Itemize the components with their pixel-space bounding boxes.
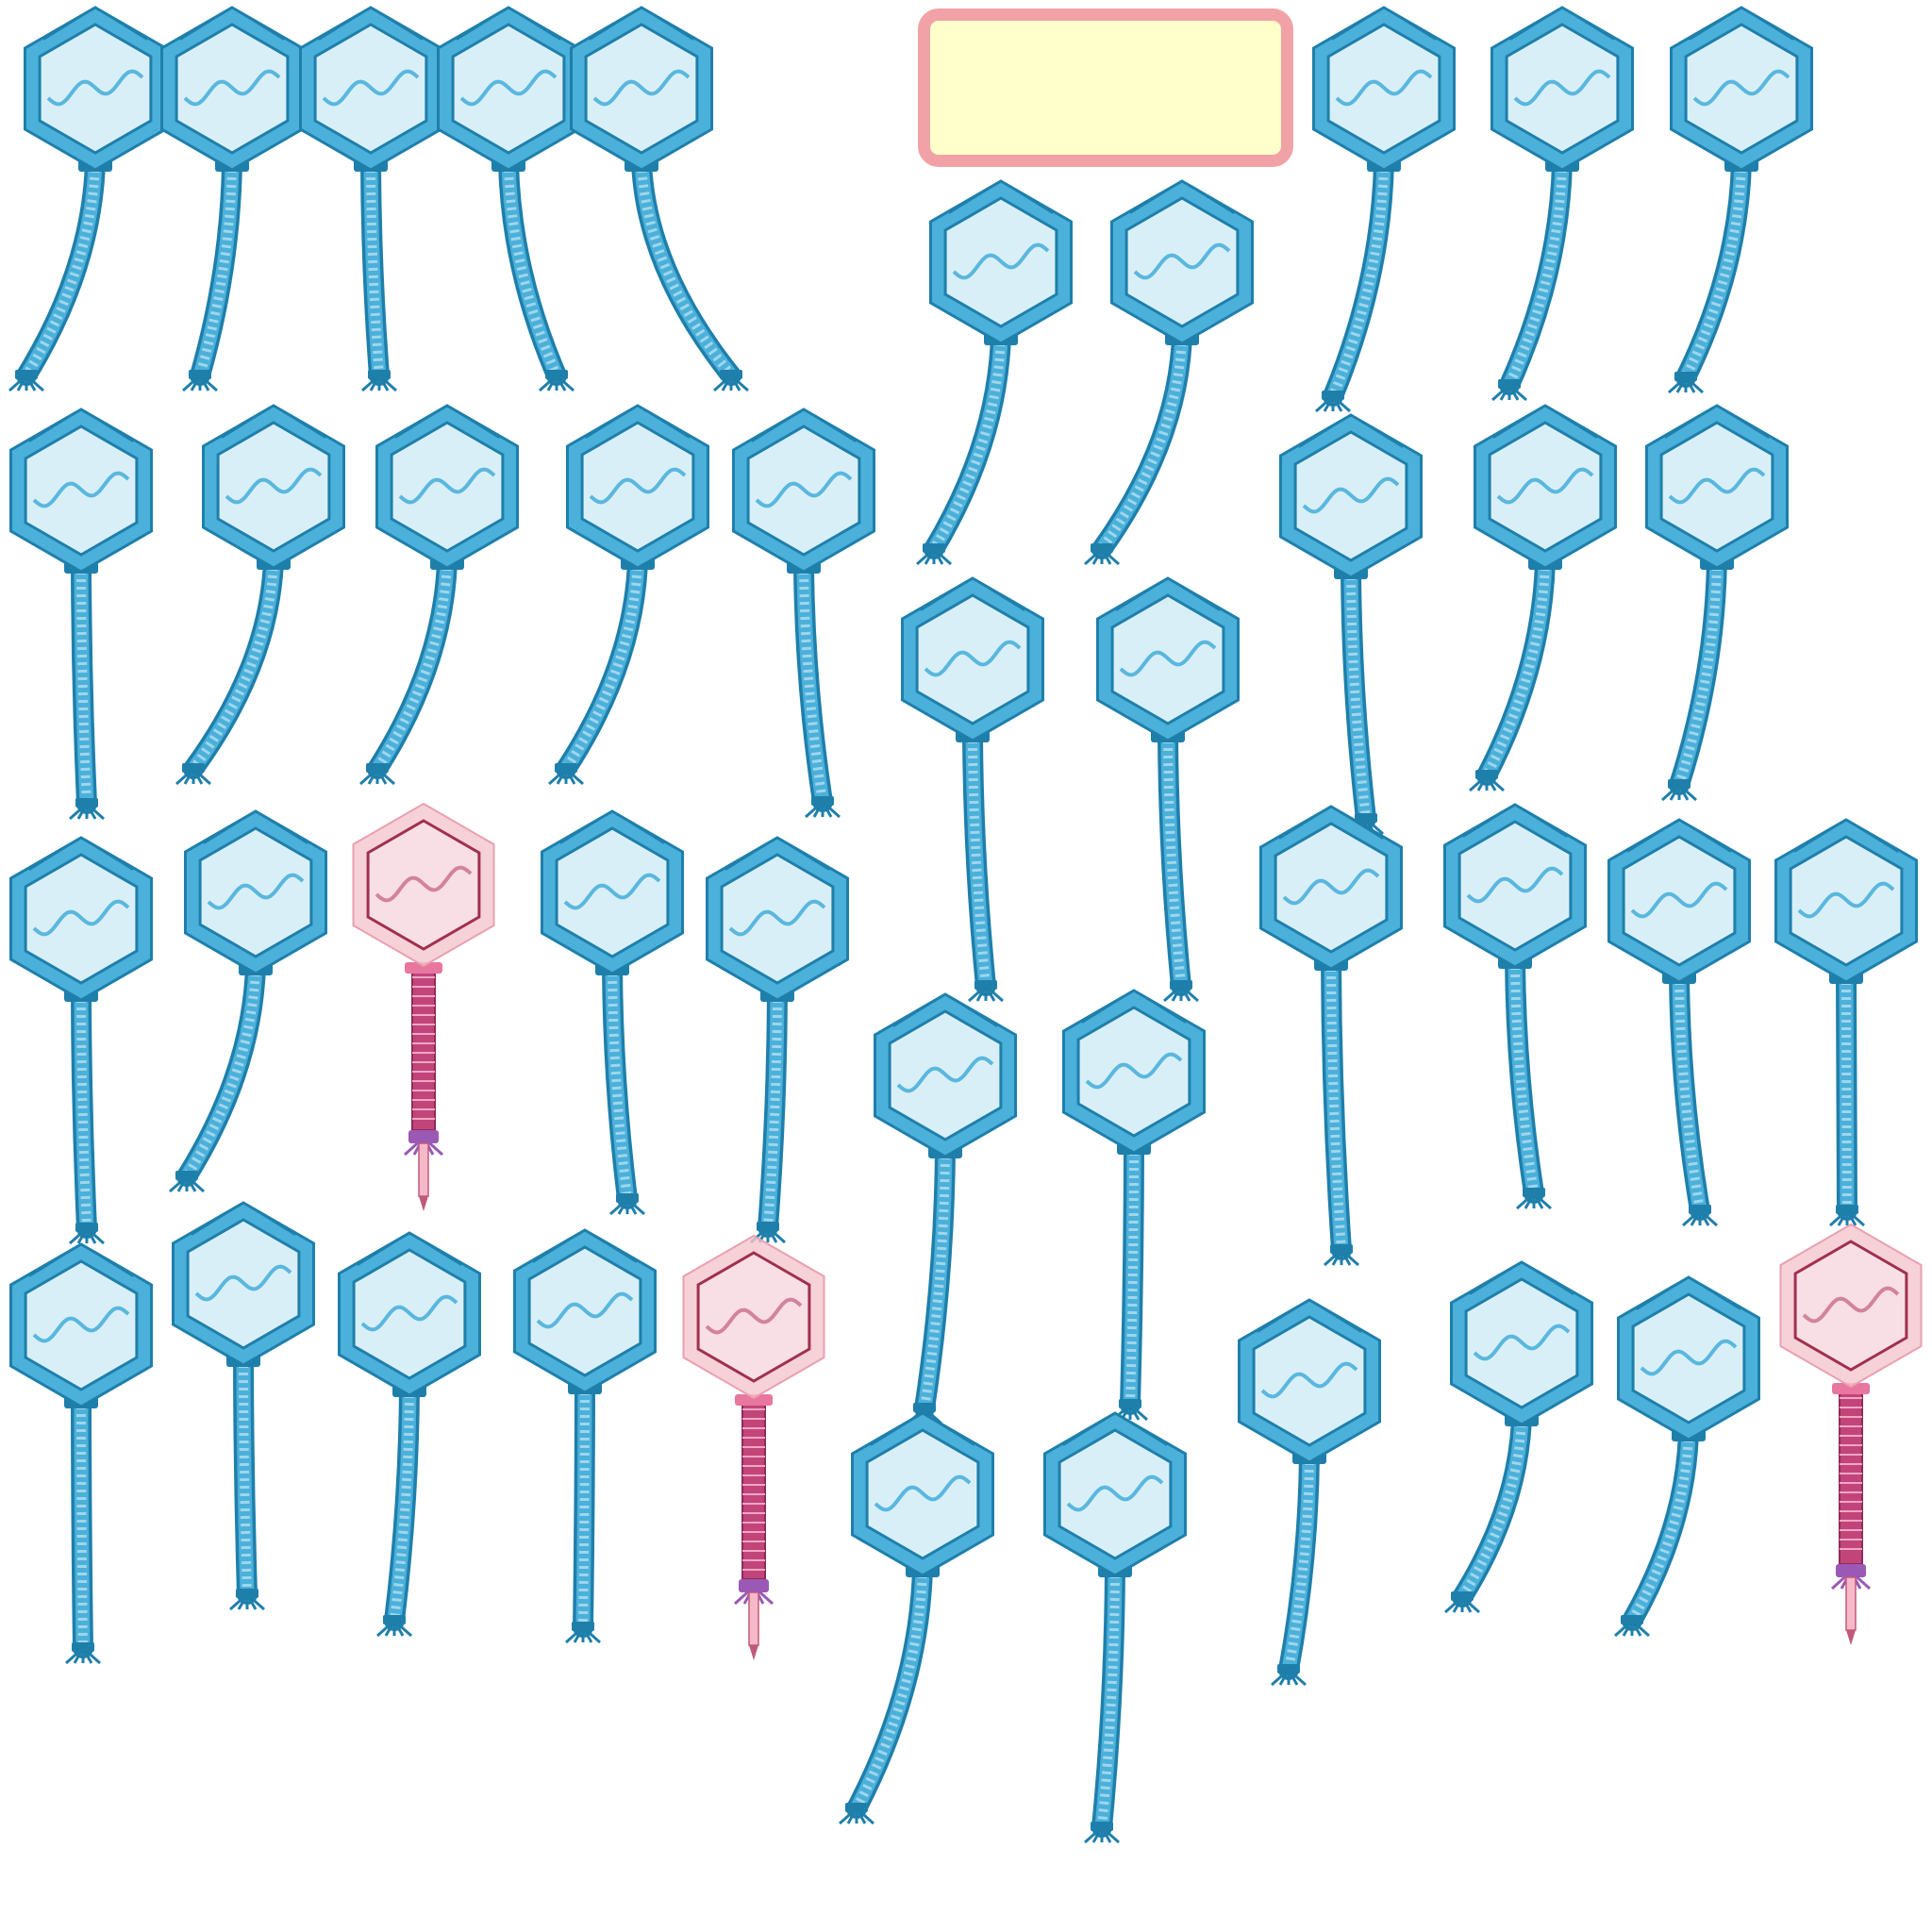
phage-blue-18 xyxy=(1645,404,1789,802)
phage-blue-27 xyxy=(1607,818,1751,1227)
phage-pink-2 xyxy=(682,1234,825,1660)
phage-blue-39 xyxy=(1043,1411,1187,1844)
phage-blue-33 xyxy=(338,1231,481,1638)
phage-blue-25 xyxy=(1259,805,1403,1267)
phage-pink-1 xyxy=(352,802,495,1211)
phage-blue-6 xyxy=(1312,6,1456,413)
phage-blue-28 xyxy=(1774,818,1918,1227)
phage-blue-26 xyxy=(1443,803,1587,1210)
phage-blue-20 xyxy=(1096,576,1240,1003)
phage-blue-23 xyxy=(541,809,684,1216)
phage-blue-14 xyxy=(548,404,709,786)
phage-blue-37 xyxy=(1614,1275,1760,1638)
phage-blue-30 xyxy=(1062,989,1206,1422)
phage-pink-3 xyxy=(1779,1223,1923,1645)
phage-blue-22 xyxy=(169,809,327,1193)
phage-blue-34 xyxy=(513,1228,657,1644)
phage-blue-10 xyxy=(1084,179,1254,566)
phage-blue-16 xyxy=(1279,413,1423,836)
phage-blue-12 xyxy=(175,404,345,786)
phage-blue-38 xyxy=(839,1411,994,1825)
phage-blue-4 xyxy=(437,6,580,392)
phage-blue-21 xyxy=(9,836,153,1245)
phage-blue-17 xyxy=(1469,404,1617,792)
phage-blue-19 xyxy=(901,576,1044,1003)
phage-blue-11 xyxy=(9,408,153,821)
phage-blue-7 xyxy=(1491,6,1634,402)
phage-blue-32 xyxy=(172,1201,315,1611)
blank-label-box xyxy=(918,8,1293,167)
phage-blue-13 xyxy=(359,404,519,786)
phage-blue-15 xyxy=(732,408,875,819)
phage-blue-31 xyxy=(9,1242,153,1665)
phage-blue-1 xyxy=(8,6,167,392)
phage-blue-2 xyxy=(160,6,304,392)
phage-blue-24 xyxy=(706,836,849,1244)
phage-blue-36 xyxy=(1444,1260,1593,1614)
phage-blue-35 xyxy=(1238,1298,1381,1687)
phage-blue-8 xyxy=(1668,6,1813,394)
phage-blue-5 xyxy=(570,6,749,392)
phage-blue-3 xyxy=(299,6,442,392)
phage-blue-29 xyxy=(874,992,1017,1425)
phage-blue-9 xyxy=(916,179,1073,566)
